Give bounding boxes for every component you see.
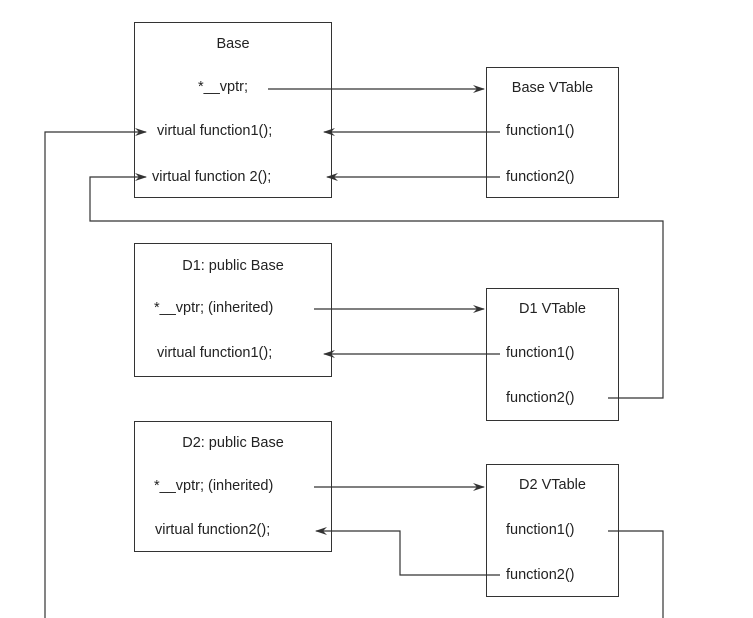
d1-class-box	[134, 243, 332, 377]
base-vtable-function1: function1()	[506, 123, 575, 139]
d1-vtable-function2: function2()	[506, 390, 575, 406]
d2-function1-to-base-arrow	[608, 530, 664, 618]
d2-class-box	[134, 421, 332, 552]
base-function1-return-arrow	[44, 128, 147, 618]
base-vtable-box	[486, 67, 619, 198]
base-class-box	[134, 22, 332, 198]
d1-function2-to-base-arrow	[89, 173, 664, 399]
d2-vtable-box	[486, 464, 619, 597]
d2-vtable-title: D2 VTable	[519, 477, 586, 493]
d1-vtable-title: D1 VTable	[519, 301, 586, 317]
d2-class-title: D2: public Base	[182, 435, 284, 451]
d1-vptr-label: *__vptr; (inherited)	[154, 300, 274, 316]
d2-vptr-label: *__vptr; (inherited)	[154, 478, 274, 494]
base-vtable-function2: function2()	[506, 169, 575, 185]
base-class-title: Base	[216, 36, 250, 52]
base-vtable-title: Base VTable	[511, 80, 594, 96]
d2-function2-arrow	[315, 527, 500, 576]
base-function1-label: virtual function1();	[157, 123, 273, 139]
base-vptr-label: *__vptr;	[198, 79, 248, 95]
base-function2-label: virtual function 2();	[152, 169, 272, 185]
d1-class-title: D1: public Base	[182, 258, 284, 274]
d2-vtable-function1: function1()	[506, 522, 575, 538]
d2-vtable-function2: function2()	[506, 567, 575, 583]
d1-vtable-box	[486, 288, 619, 421]
d1-vtable-function1: function1()	[506, 345, 575, 361]
d1-function1-label: virtual function1();	[157, 345, 273, 361]
d2-function2-label: virtual function2();	[155, 522, 271, 538]
